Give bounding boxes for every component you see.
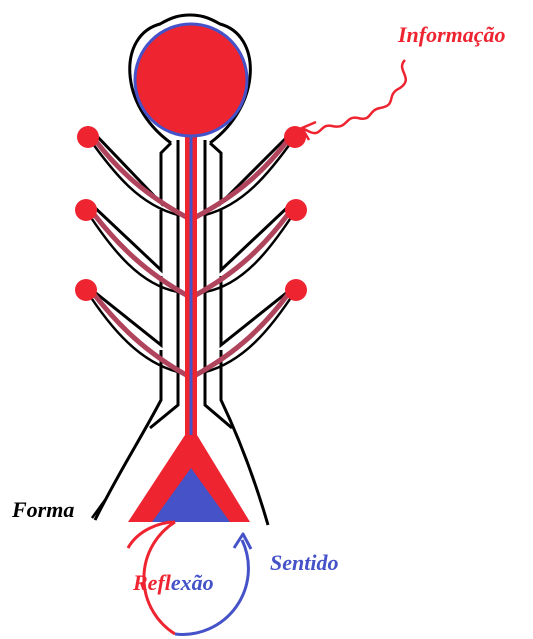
branch-fill-left-1 bbox=[95, 140, 188, 218]
branch-fill-right-2 bbox=[194, 213, 289, 296]
dot-right-3 bbox=[285, 279, 307, 301]
branch-fill-left-2 bbox=[93, 213, 188, 296]
label-informacao: Informação bbox=[397, 22, 506, 47]
label-sentido: Sentido bbox=[270, 550, 338, 575]
informacao-arrow bbox=[302, 60, 406, 133]
head-circle bbox=[135, 24, 247, 136]
label-reflexao-part2: exão bbox=[171, 570, 214, 595]
dot-left-2 bbox=[75, 199, 97, 221]
dot-right-2 bbox=[285, 199, 307, 221]
dot-left-3 bbox=[75, 279, 97, 301]
label-forma: Forma bbox=[11, 497, 74, 522]
dot-left-1 bbox=[77, 126, 99, 148]
label-reflexao: Reflexão bbox=[132, 570, 214, 595]
label-reflexao-part1: Refl bbox=[132, 570, 172, 595]
branch-fill-right-3 bbox=[194, 293, 289, 376]
branch-fill-left-3 bbox=[93, 293, 188, 376]
